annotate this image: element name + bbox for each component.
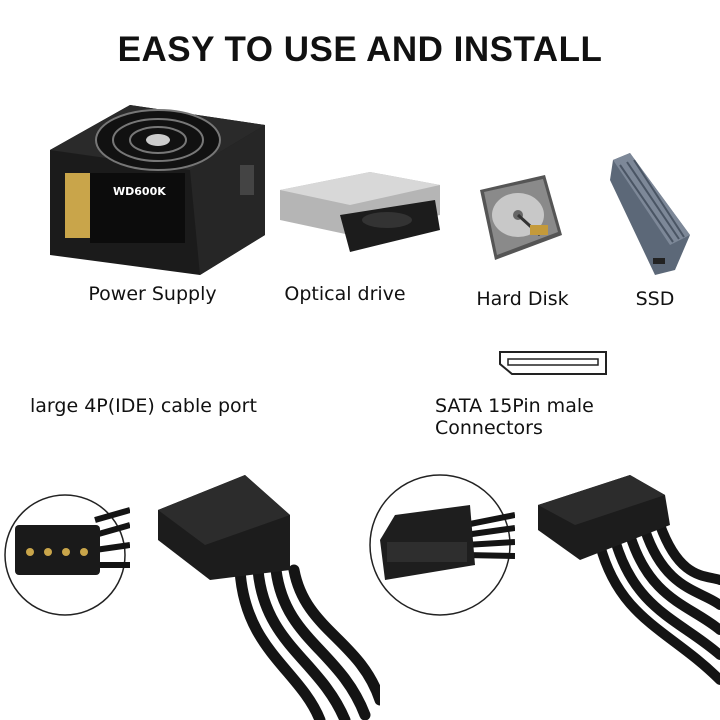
sata-closeup	[369, 474, 515, 616]
molex-closeup	[4, 494, 130, 616]
hard-disk-label: Hard Disk	[476, 288, 569, 310]
ssd-label: SSD	[635, 288, 675, 310]
sata-port-outline-icon	[499, 351, 607, 375]
molex-connector-image	[158, 475, 380, 720]
sata-connector-image	[538, 475, 720, 685]
psu-model-text: WD600K	[113, 185, 166, 198]
ssd-image	[610, 153, 690, 275]
power-supply-image: WD600K	[50, 105, 265, 275]
hard-disk-image	[480, 175, 562, 260]
page-title: EASY TO USE AND INSTALL	[117, 30, 603, 69]
power-supply-label: Power Supply	[88, 283, 217, 305]
sata-label: SATA 15Pin male Connectors	[435, 395, 594, 439]
optical-drive-image	[280, 172, 440, 252]
molex-label: large 4P(IDE) cable port	[30, 395, 257, 417]
optical-drive-label: Optical drive	[284, 283, 406, 305]
